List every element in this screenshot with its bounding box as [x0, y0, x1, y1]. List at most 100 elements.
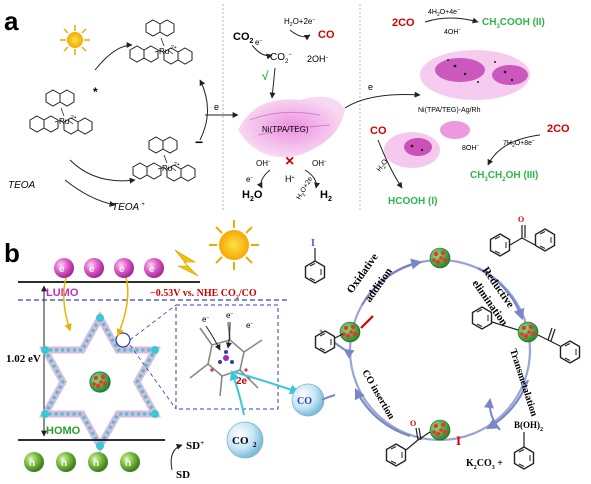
inset-2e: 2e−	[236, 376, 251, 387]
two-co-top: 2CO	[392, 17, 415, 29]
ru-complex-excited: Ru 2+ *	[30, 85, 98, 134]
electron-transfer-1: e	[214, 102, 219, 112]
step-co-insertion: CO insertion	[359, 368, 396, 422]
svg-text:h: h	[93, 458, 99, 469]
svg-text:e: e	[149, 264, 155, 275]
two-co-right: 2CO	[547, 123, 570, 135]
pd-cluster-bottom	[429, 419, 451, 441]
co2-label: CO2	[233, 31, 254, 45]
electron-lower: e−	[246, 175, 253, 184]
svg-text:Ru: Ru	[159, 47, 169, 56]
seven-h2o-label: 7H2O+8e−	[503, 138, 535, 149]
acetic-acid-label: CH3COOH (II)	[482, 17, 545, 30]
cof-framework	[39, 310, 161, 454]
svg-text:2+: 2+	[174, 162, 180, 168]
svg-text:2+: 2+	[171, 45, 177, 51]
svg-text:e: e	[119, 264, 125, 275]
potential-label: −0.53V vs. NHE CO2/CO	[150, 288, 257, 301]
acyl-pd-i: O I	[385, 419, 461, 467]
teoa-oxidized-label: TEOA·+	[112, 202, 145, 213]
electron-ball	[54, 258, 74, 278]
reduced-minus-sign: −	[195, 134, 203, 150]
k2co3-label: K2CO3 +	[466, 458, 503, 471]
excited-state-star: *	[93, 85, 98, 99]
co-left: CO	[370, 125, 387, 137]
h2o-product: H2O	[242, 189, 263, 203]
svg-text:O: O	[410, 419, 416, 428]
svg-text:CO: CO	[232, 435, 249, 447]
ni-center-label: Ni(TPA/TEG)	[262, 125, 309, 134]
acyl-iodide-label: I	[456, 433, 461, 448]
eight-oh-label: 8OH−	[462, 143, 479, 152]
svg-text:CO: CO	[297, 396, 312, 407]
svg-text:e: e	[89, 264, 95, 275]
formic-acid-label: HCOOH (I)	[388, 196, 437, 207]
four-oh-label: 4OH−	[444, 27, 461, 36]
panel-a-label: a	[4, 6, 19, 36]
teoa-label: TEOA	[8, 180, 36, 191]
ni-tpa-teg-sheet: Ni(TPA/TEG)	[238, 96, 345, 158]
electron-ball	[114, 258, 134, 278]
h-plus: H+	[285, 174, 295, 184]
hole-row: h h h h	[24, 452, 140, 472]
active-site-inset: e− e− e− 2e−	[129, 304, 300, 416]
sd-plus-label: SD+	[186, 439, 204, 452]
co-product-top: CO	[318, 29, 335, 41]
svg-text:h: h	[61, 458, 67, 469]
electron-row: e e e e	[54, 258, 164, 278]
h2o-2e-top: H2O+2e−	[284, 17, 315, 28]
two-oh-label: 2OH−	[307, 54, 329, 64]
h2o-2e-lower: H2O+2e	[296, 176, 316, 202]
panel-b: b e e e e LUMO −0.53V vs. NHE CO2/CO	[4, 215, 581, 481]
inset-e3: e−	[246, 321, 253, 330]
ru-complex-top: Ru 2+	[130, 20, 192, 64]
panel-b-label: b	[4, 238, 20, 268]
pd-cluster-left	[339, 321, 361, 343]
svg-text:h: h	[29, 458, 35, 469]
lumo-label: LUMO	[46, 287, 79, 299]
pd-cluster-right	[517, 321, 539, 343]
benzophenone: O	[489, 215, 556, 257]
oh-right: OH−	[312, 159, 327, 168]
svg-text:B(OH)2: B(OH)2	[514, 420, 543, 433]
band-gap-label: 1.02 eV	[6, 353, 41, 365]
svg-text:Ru: Ru	[59, 117, 69, 126]
svg-text:e: e	[59, 264, 65, 275]
svg-text:2+: 2+	[71, 115, 77, 121]
electron-ball	[144, 258, 164, 278]
lightning-icon	[174, 249, 199, 277]
aryl-pd-i	[314, 315, 374, 354]
h2o-small: H2O	[376, 158, 391, 175]
check-mark: √	[262, 69, 269, 83]
pd-cluster-top	[429, 247, 451, 269]
co2-bubble: CO 2	[226, 421, 264, 459]
ru-complex-reduced: Ru 2+	[133, 137, 195, 181]
phenylboronic-acid: B(OH)2 K2CO3 +	[466, 398, 543, 471]
homo-label: HOMO	[46, 425, 81, 437]
cross-mark: ×	[285, 153, 294, 170]
svg-text:Ru: Ru	[162, 164, 172, 173]
four-h2o-label: 4H2O+4e−	[428, 7, 460, 18]
inset-e1: e−	[202, 315, 209, 324]
panel-a: a Ru 2+ Ru 2+ * Ru 2+ −	[4, 4, 570, 213]
co-bubble: CO	[291, 383, 325, 417]
oh-left: OH−	[256, 159, 271, 168]
h2-product: H2	[320, 189, 332, 203]
ni-ag-rh-aggregate: Ni(TPA/TEG)-Ag/Rh	[384, 50, 530, 168]
iodobenzene: I	[304, 238, 326, 284]
ethanol-label: CH3CH2OH (III)	[470, 170, 538, 183]
svg-text:2: 2	[253, 441, 257, 449]
svg-text:O: O	[518, 215, 524, 224]
electron-transfer-2: e	[368, 82, 373, 92]
inset-e2: e−	[226, 311, 233, 320]
svg-text:I: I	[311, 238, 315, 249]
electron-ball	[84, 258, 104, 278]
diaryl-pd	[471, 306, 581, 364]
sun-icon-b	[209, 220, 259, 270]
sd-label: SD	[176, 469, 190, 481]
electron-small: e−	[255, 38, 262, 47]
co2-anion-label: CO2−	[270, 52, 292, 65]
sun-icon-a	[60, 25, 90, 55]
svg-text:h: h	[125, 458, 131, 469]
